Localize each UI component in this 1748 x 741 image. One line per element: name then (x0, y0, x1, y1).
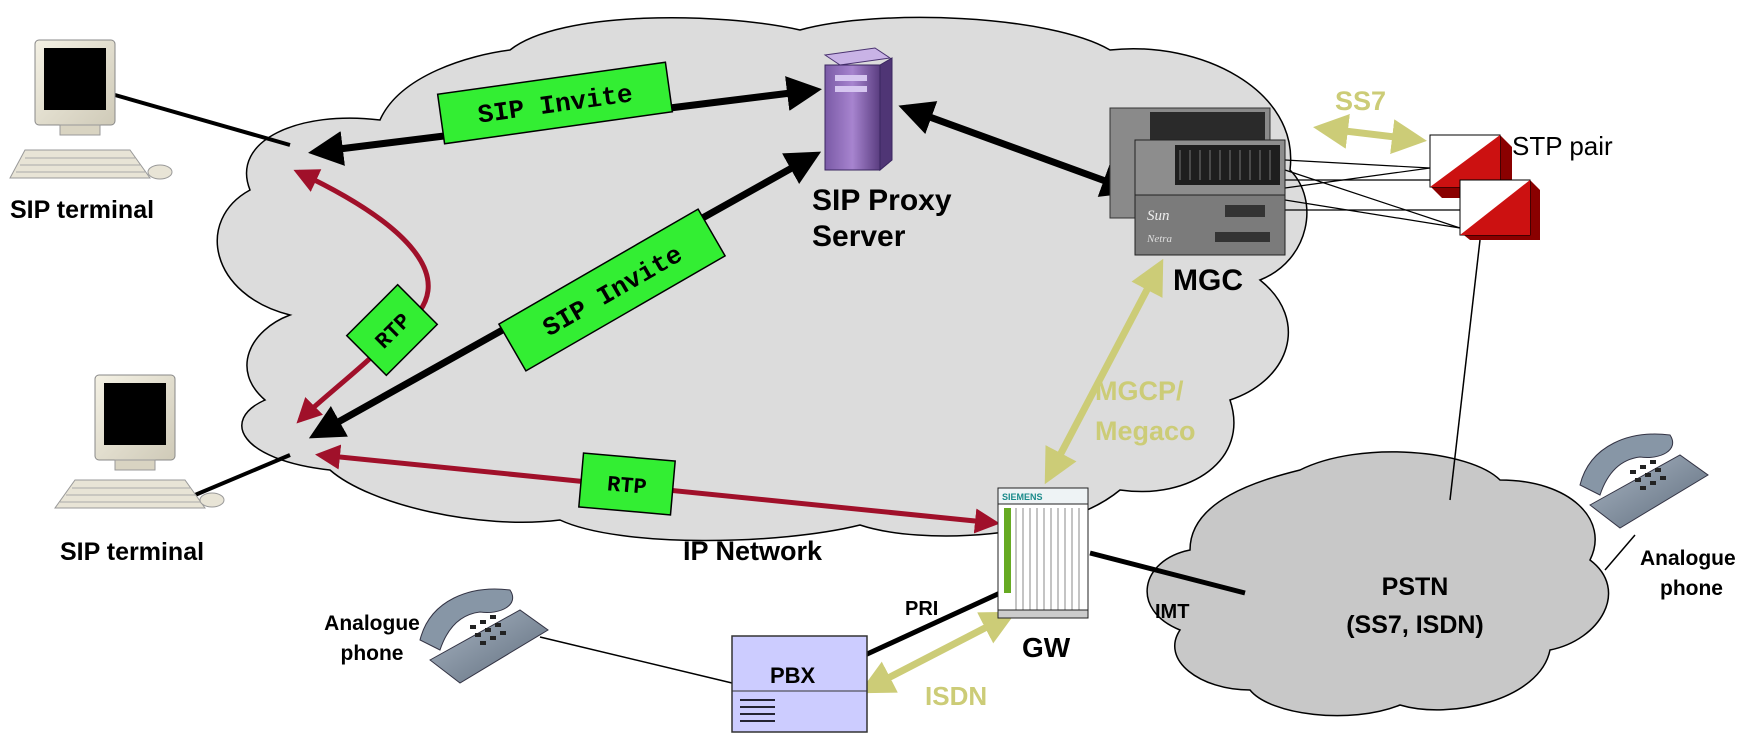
mgc-server-icon: Sun Netra (1109, 107, 1286, 256)
proxy-mgc-arrow (898, 101, 1137, 197)
sip-terminal-top-label: SIP terminal (10, 196, 154, 224)
pbx-label: PBX (770, 663, 816, 688)
analogue-phone-right-line2: phone (1660, 577, 1723, 600)
ip-network-label: IP Network (683, 536, 823, 566)
stp-pair-icon (1429, 134, 1540, 240)
link-stp-pstn (1449, 239, 1481, 501)
rtp-label-gw: RTP (578, 452, 676, 516)
pstn-label-line2: (SS7, ISDN) (1346, 611, 1484, 639)
link-phone-right (1604, 534, 1636, 571)
sip-proxy-label-line2: Server (812, 220, 906, 253)
isdn-arrow (858, 611, 1017, 694)
pri-label: PRI (905, 598, 938, 620)
analogue-phone-right-icon (1579, 433, 1709, 529)
link-terminal-top (114, 93, 291, 147)
sip-terminal-bottom-label: SIP terminal (60, 538, 204, 566)
mgc-stp-links (1284, 159, 1461, 229)
sip-proxy-label-line1: SIP Proxy (812, 184, 952, 217)
gateway-rack-icon: SIEMENS (997, 487, 1089, 619)
rtp-text-gw: RTP (606, 472, 648, 500)
pstn-label-line1: PSTN (1382, 573, 1449, 601)
sip-proxy-server-icon (823, 47, 893, 172)
analogue-phone-left-line2: phone (341, 642, 404, 665)
mgc-sun-text: Sun (1147, 208, 1170, 224)
link-gw-pstn (1089, 550, 1246, 596)
pbx-box (731, 635, 868, 733)
ss7-label: SS7 (1335, 86, 1386, 116)
rtp-label-curve: RTP (345, 283, 439, 377)
stp-pair-label: STP pair (1512, 131, 1613, 161)
link-terminal-bottom (194, 453, 291, 497)
sip-terminal-bottom-computer (54, 374, 225, 509)
link-phone-pbx (539, 636, 733, 684)
gateway-brand: SIEMENS (1002, 492, 1043, 502)
analogue-phone-left-line1: Analogue (324, 612, 420, 635)
mgcp-label-line1: MGCP/ (1095, 376, 1184, 406)
mgcp-arrow (1044, 258, 1164, 485)
mgc-label: MGC (1173, 264, 1243, 297)
sip-terminal-top-computer (9, 39, 173, 180)
ss7-arrow (1313, 113, 1427, 155)
imt-label: IMT (1155, 601, 1189, 623)
gw-label: GW (1022, 632, 1071, 663)
mgcp-label-line2: Megaco (1095, 416, 1196, 446)
mgc-netra-text: Netra (1146, 233, 1173, 245)
analogue-phone-left-icon (419, 588, 549, 684)
analogue-phone-right-line1: Analogue (1640, 547, 1736, 570)
isdn-label: ISDN (925, 681, 987, 711)
